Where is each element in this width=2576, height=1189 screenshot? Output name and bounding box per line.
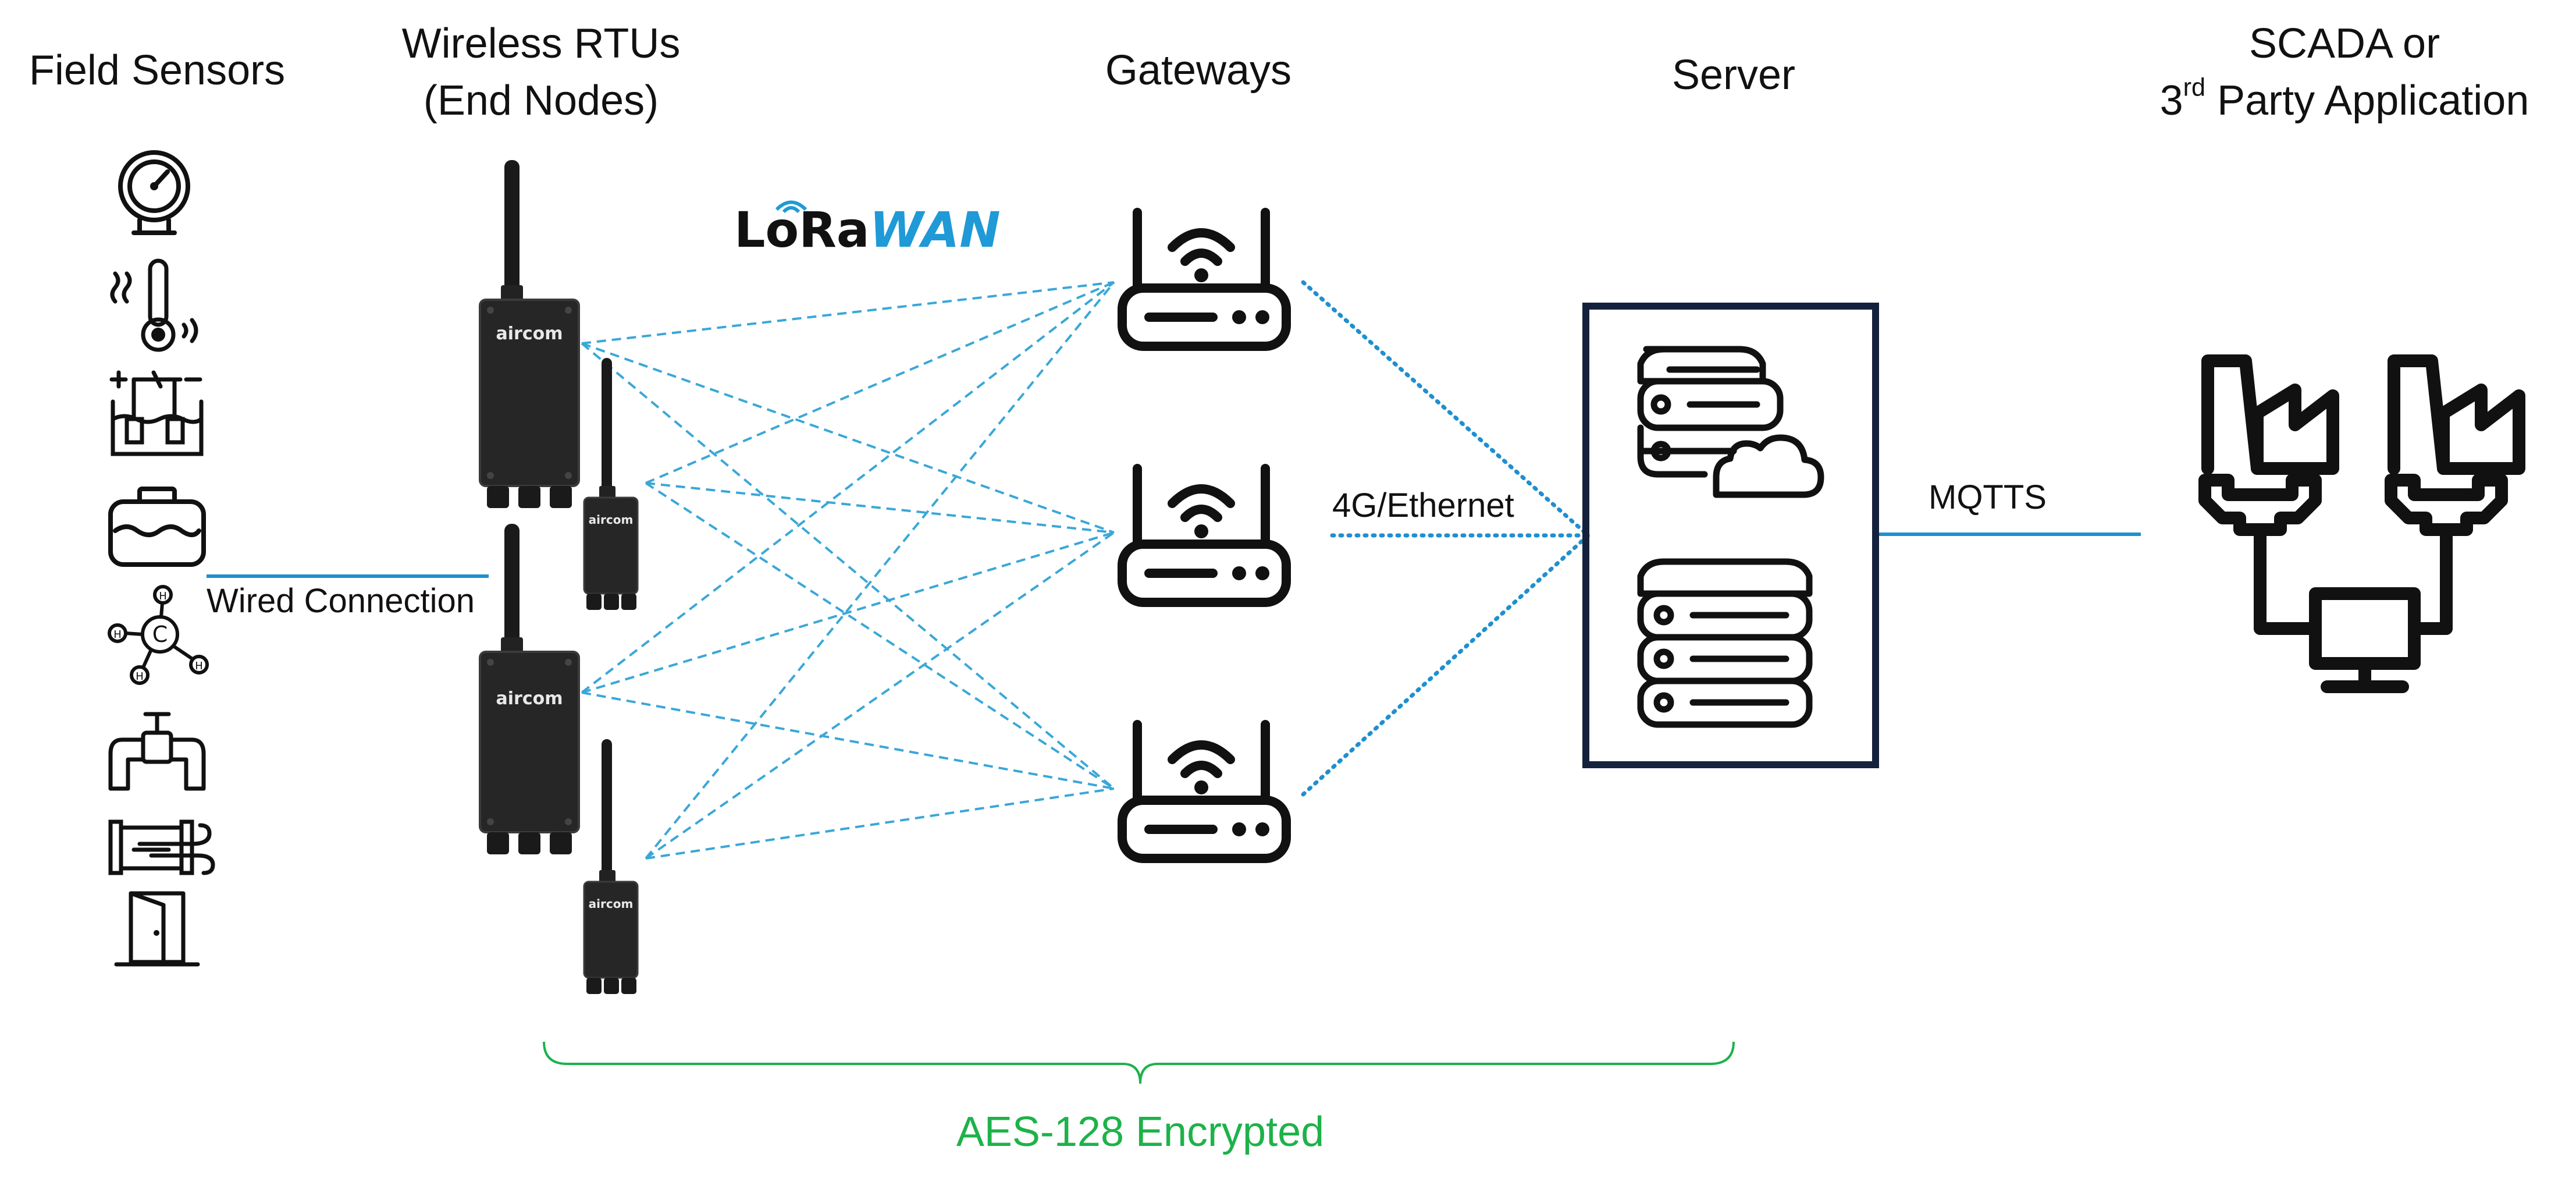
title-scada-line1: SCADA or: [2248, 20, 2440, 67]
rtu-device-small-1: aircom: [583, 358, 639, 610]
title-field-sensors: Field Sensors: [29, 47, 286, 94]
encryption-brace: [543, 1041, 1735, 1084]
gateway-router-icon-2: [1118, 464, 1291, 607]
rtu-brand-1: aircom: [496, 324, 563, 344]
door-icon: [114, 891, 200, 967]
backhaul-label: 4G/Ethernet: [1332, 487, 1514, 524]
rtu-device-large-1: aircom: [479, 160, 580, 508]
gas-molecule-icon: C H H H H: [108, 585, 209, 685]
rtu-brand-2: aircom: [589, 513, 634, 527]
rtu-brand-4: aircom: [589, 897, 634, 911]
cloud-server-icon: [1637, 346, 1824, 498]
scada-line2-suffix: Party Application: [2205, 77, 2529, 124]
server-box: [1582, 303, 1879, 768]
lorawan-logo: LoRaWAN: [734, 201, 1001, 259]
temperature-icon: [110, 258, 198, 352]
encryption-label: AES-128 Encrypted: [956, 1109, 1325, 1155]
rtu-device-small-2: aircom: [583, 739, 639, 994]
pressure-gauge-icon: [118, 150, 190, 235]
title-wireless-rtus: Wireless RTUs (End Nodes): [367, 15, 716, 129]
lorawan-logo-wan: WAN: [869, 201, 1001, 258]
title-server: Server: [1671, 52, 1796, 98]
gateway-router-icon-1: [1118, 208, 1291, 351]
lorawan-signal-icon: [775, 200, 807, 214]
server-stack-icon: [1637, 558, 1813, 728]
title-wireless-rtus-line1: Wireless RTUs: [401, 20, 681, 67]
gateway-router-icon-3: [1118, 720, 1291, 863]
backhaul-links: [1301, 280, 1591, 797]
rtu-device-large-2: aircom: [479, 524, 580, 854]
flow-meter-icon: [108, 819, 215, 875]
svg-text:C: C: [152, 622, 168, 647]
mqtts-label: MQTTS: [1929, 478, 2047, 516]
pipe-valve-icon: [108, 712, 206, 791]
lora-links: [581, 281, 1115, 860]
lorawan-logo-lora: LoRa: [734, 201, 870, 258]
scada-line2-prefix: 3: [2159, 77, 2183, 124]
svg-text:H: H: [195, 660, 203, 672]
title-scada: SCADA or 3rd Party Application: [2118, 15, 2571, 129]
scada-application-icon: [2198, 354, 2525, 693]
rtu-brand-3: aircom: [496, 688, 563, 709]
scada-line2-sup: rd: [2183, 73, 2206, 102]
wired-connection-label: Wired Connection: [207, 582, 475, 620]
svg-text:H: H: [136, 670, 144, 683]
title-gateways: Gateways: [1105, 47, 1292, 94]
tank-level-icon: [108, 487, 206, 567]
title-wireless-rtus-line2: (End Nodes): [423, 77, 659, 124]
title-scada-line2: 3rd Party Application: [2118, 72, 2571, 129]
svg-text:H: H: [113, 629, 122, 641]
svg-text:H: H: [159, 590, 167, 602]
battery-level-icon: [109, 370, 204, 456]
